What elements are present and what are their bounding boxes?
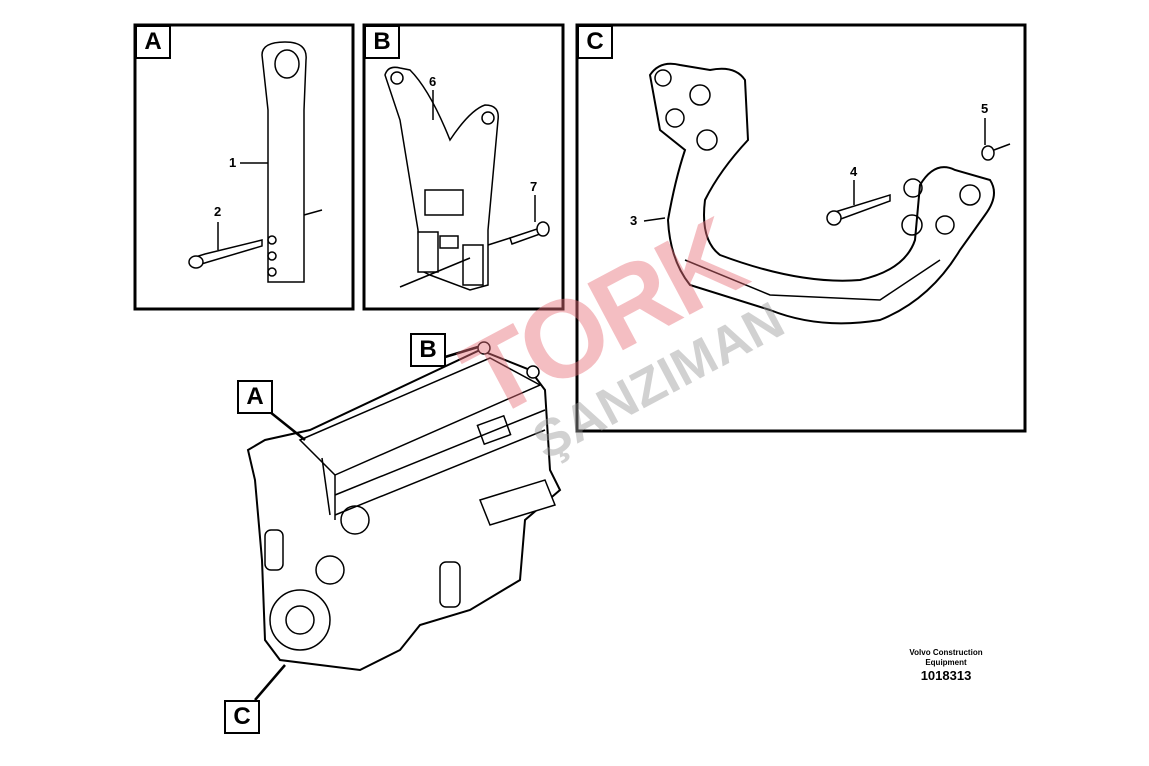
part-bolt-7 (509, 195, 550, 245)
panel-c-frame (575, 23, 1027, 433)
part-arm-bracket (240, 41, 323, 283)
panel-label-a: A (135, 25, 171, 59)
part-number-4: 4 (850, 164, 858, 179)
credit-line-1: Volvo Construction (909, 648, 983, 657)
panel-label-c: C (577, 25, 613, 59)
part-number-6: 6 (429, 74, 437, 89)
leader-a (269, 411, 306, 441)
leader-c (254, 664, 286, 701)
part-number-2: 2 (214, 204, 222, 219)
drawing-number: 1018313 (920, 668, 972, 683)
panel-b-frame (362, 23, 565, 311)
leader-b (444, 345, 479, 359)
part-number-5: 5 (981, 101, 989, 116)
engine-block (246, 341, 562, 672)
panel-a-frame (133, 23, 355, 311)
panel-label-b: B (364, 25, 400, 59)
part-bolt-4 (826, 180, 891, 226)
part-number-1: 1 (229, 155, 237, 170)
part-number-7: 7 (530, 179, 538, 194)
part-washer-5 (981, 118, 1011, 161)
part-plate (384, 66, 511, 291)
callout-a: A (237, 380, 273, 414)
credit-line-2: Equipment (925, 658, 967, 667)
callout-c: C (224, 700, 260, 734)
part-engine-bracket (643, 62, 995, 325)
part-bolt-2 (188, 222, 263, 269)
credit-text: Volvo Construction Equipment (890, 648, 1002, 668)
part-number-3: 3 (630, 213, 638, 228)
callout-b: B (410, 333, 446, 367)
